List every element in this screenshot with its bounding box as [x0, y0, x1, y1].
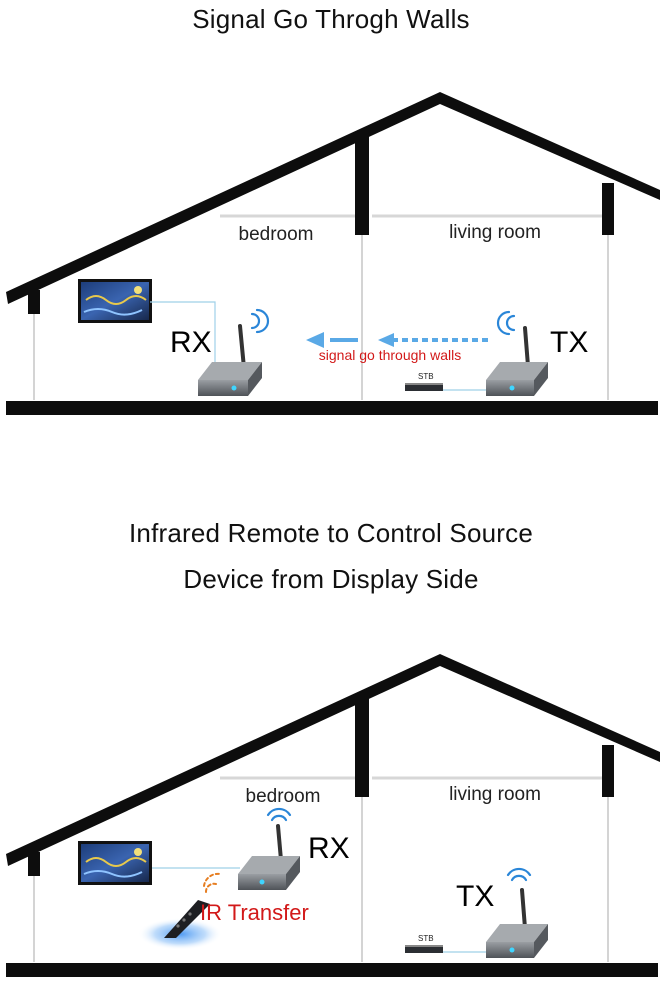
stb-label: STB: [418, 372, 434, 381]
roof: [6, 654, 660, 866]
roof: [6, 92, 660, 304]
room-label-bedroom: bedroom: [239, 224, 314, 245]
rx-receiver-device: [198, 324, 262, 396]
tv-display: [78, 279, 152, 323]
panel-title-ir-line2: Device from Display Side: [183, 564, 479, 594]
floor: [6, 401, 658, 415]
ir-note: IR Transfer: [200, 900, 309, 925]
panel-title-ir-line1: Infrared Remote to Control Source: [128, 518, 533, 548]
tv-display: [78, 841, 152, 885]
ir-glow: [138, 918, 222, 950]
tx-label: TX: [550, 326, 588, 359]
tx-label: TX: [456, 880, 494, 913]
right-wall-upper: [602, 183, 614, 235]
rx-label: RX: [308, 832, 350, 865]
wifi-icon: [506, 867, 532, 882]
stb-box: [405, 945, 443, 953]
center-wall-upper: [355, 135, 369, 235]
right-wall-upper: [602, 745, 614, 797]
left-wall-upper: [28, 852, 40, 876]
left-wall-upper: [28, 290, 40, 314]
tx-transmitter-device: [486, 326, 548, 396]
rx-receiver-device: [238, 824, 300, 890]
wifi-icon: [266, 807, 292, 822]
rx-label: RX: [170, 326, 212, 359]
room-label-living-room: living room: [449, 222, 541, 243]
room-label-living-room: living room: [449, 784, 541, 805]
ir-signal-icon: [203, 872, 221, 893]
panel-title-walls: Signal Go Throgh Walls: [192, 4, 470, 34]
tx-transmitter-device: [486, 888, 548, 958]
tv-cable: [150, 301, 216, 370]
signal-arrow: [306, 332, 488, 348]
room-label-bedroom: bedroom: [246, 786, 321, 807]
center-wall-upper: [355, 697, 369, 797]
signal-note: signal go through walls: [319, 347, 461, 363]
wifi-icon: [250, 308, 270, 334]
house-diagram-walls: bedroom living room RX signal go through…: [6, 92, 660, 415]
stb-box: [405, 383, 443, 391]
stb-label: STB: [418, 934, 434, 943]
wifi-icon: [496, 310, 516, 336]
ir-remote: [164, 900, 210, 938]
floor: [6, 963, 658, 977]
